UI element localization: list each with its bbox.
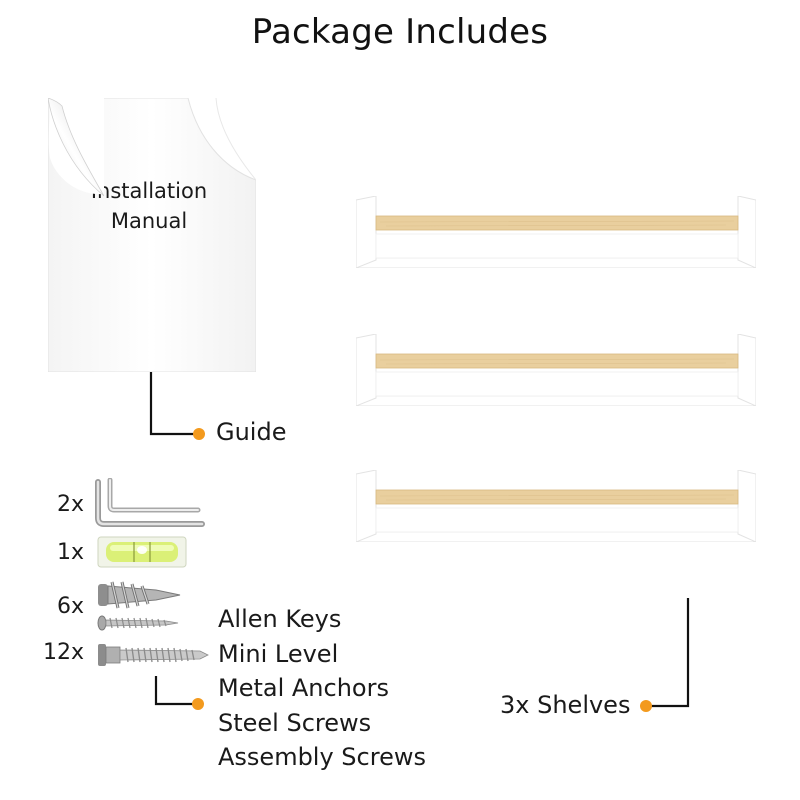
part-allen-keys: Allen Keys — [218, 605, 342, 633]
part-assembly-screws: Assembly Screws — [218, 743, 426, 771]
part-steel-screws: Steel Screws — [218, 708, 372, 737]
part-mini-level: Mini Level — [218, 639, 339, 668]
page-curl-icon — [48, 98, 104, 197]
shelves-bullet-dot — [640, 700, 652, 712]
qty-allen-keys: 2x — [56, 492, 84, 517]
metal-anchor-icon — [98, 581, 181, 609]
shelf-1-icon — [356, 196, 756, 268]
guide-connector-line — [149, 372, 197, 436]
shelves-connector-line — [650, 598, 690, 708]
shelf-2-icon — [356, 334, 756, 406]
shelves-label: 3x Shelves — [500, 691, 631, 719]
part-metal-anchors: Metal Anchors — [218, 674, 389, 702]
parts-bullet-dot — [192, 698, 204, 710]
page-title: Package Includes — [251, 12, 549, 52]
qty-metal-anchors: 6x — [56, 594, 84, 619]
shelf-3-icon — [356, 470, 756, 542]
qty-screws: 12x — [42, 640, 84, 665]
parts-list: Allen Keys Mini Level Metal Anchors Stee… — [218, 602, 426, 775]
parts-connector-line — [154, 676, 194, 706]
steel-screw-icon — [97, 615, 179, 631]
manual-cover-text: Installation Manual — [74, 176, 224, 236]
manual-line-2: Manual — [110, 209, 188, 233]
mini-level-icon — [97, 536, 187, 568]
assembly-screw-icon — [98, 644, 209, 666]
manual-line-1: Installation — [90, 179, 208, 203]
qty-mini-level: 1x — [56, 540, 84, 565]
allen-keys-icon — [95, 478, 205, 527]
guide-label: Guide — [216, 418, 287, 446]
guide-bullet-dot — [193, 428, 205, 440]
installation-manual-image: Installation Manual — [48, 98, 256, 372]
